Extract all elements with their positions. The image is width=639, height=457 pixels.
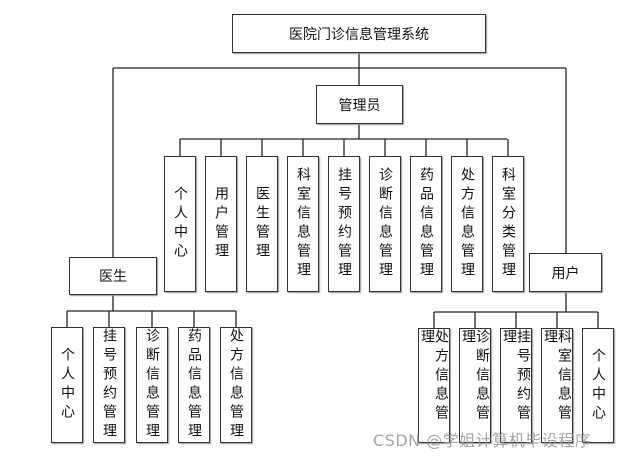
doctor-child-label: 药品信息管理	[186, 328, 202, 442]
user-child-label: 挂号预约管理	[501, 329, 531, 424]
user-child-label: 诊断信息管理	[460, 329, 490, 424]
admin-child-node: 科室信息管理	[287, 156, 319, 292]
user-child-node: 处方信息管理	[418, 328, 450, 443]
admin-child-label: 科室分类管理	[500, 167, 516, 281]
user-child-node: 科室信息管理	[541, 328, 573, 443]
admin-child-node: 医生管理	[246, 156, 278, 292]
doctor-child-node: 个人中心	[51, 327, 83, 443]
doctor-node: 医生	[69, 257, 157, 295]
admin-child-node: 诊断信息管理	[369, 156, 401, 292]
admin-child-label: 诊断信息管理	[377, 167, 393, 281]
watermark: CSDN @学姐计算机毕设程序	[373, 431, 592, 450]
admin-child-label: 医生管理	[254, 186, 270, 262]
admin-child-node: 科室分类管理	[492, 156, 524, 292]
doctor-child-label: 诊断信息管理	[144, 328, 160, 442]
doctor-child-node: 处方信息管理	[220, 327, 252, 443]
admin-child-label: 药品信息管理	[418, 167, 434, 281]
admin-child-label: 处方信息管理	[459, 167, 475, 281]
user-child-label: 个人中心	[590, 347, 606, 424]
admin-child-label: 个人中心	[172, 186, 188, 262]
root-node: 医院门诊信息管理系统	[232, 14, 486, 53]
user-child-label: 科室信息管理	[542, 329, 572, 424]
user-child-node: 个人中心	[582, 328, 614, 443]
doctor-child-label: 处方信息管理	[228, 328, 244, 442]
doctor-label: 医生	[99, 269, 127, 285]
admin-child-label: 挂号预约管理	[336, 167, 352, 281]
user-child-node: 挂号预约管理	[500, 328, 532, 443]
admin-child-label: 用户管理	[213, 186, 229, 262]
doctor-child-node: 挂号预约管理	[93, 327, 125, 443]
root-label: 医院门诊信息管理系统	[289, 26, 429, 43]
admin-node: 管理员	[316, 85, 403, 124]
doctor-child-node: 药品信息管理	[178, 327, 210, 443]
admin-child-node: 挂号预约管理	[328, 156, 360, 292]
admin-label: 管理员	[338, 97, 381, 114]
admin-child-node: 个人中心	[164, 156, 196, 292]
doctor-child-label: 个人中心	[59, 347, 75, 423]
user-label: 用户	[551, 265, 580, 282]
user-child-node: 诊断信息管理	[459, 328, 491, 443]
admin-child-node: 处方信息管理	[451, 156, 483, 292]
doctor-child-node: 诊断信息管理	[136, 327, 168, 443]
admin-child-label: 科室信息管理	[295, 167, 311, 281]
doctor-child-label: 挂号预约管理	[101, 328, 117, 442]
admin-child-node: 用户管理	[205, 156, 237, 292]
admin-child-node: 药品信息管理	[410, 156, 442, 292]
user-child-label: 处方信息管理	[419, 329, 449, 424]
user-node: 用户	[529, 253, 602, 292]
